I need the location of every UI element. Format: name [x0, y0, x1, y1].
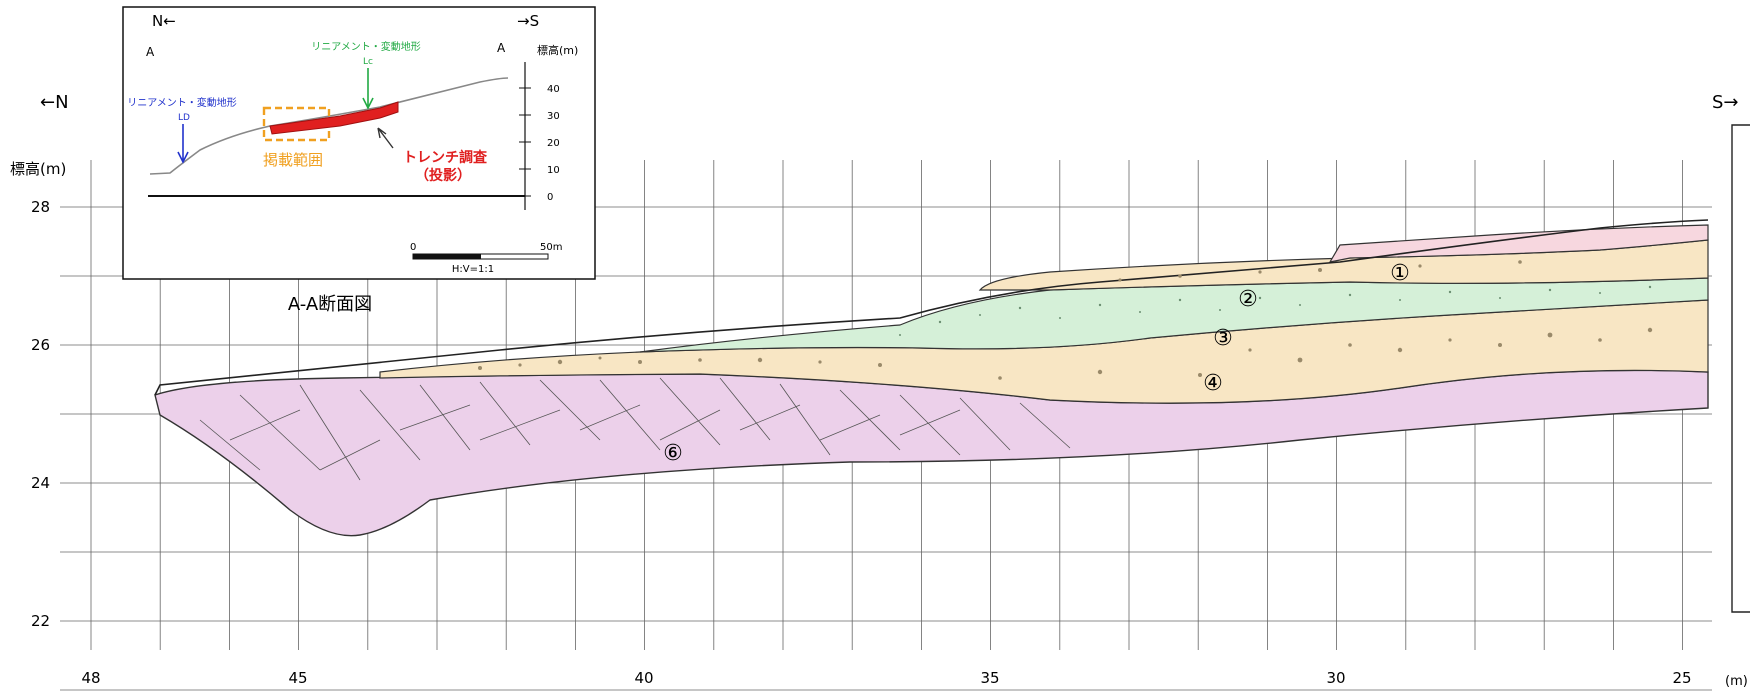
sand-texture	[899, 285, 1652, 336]
y-axis-label: 標高(m)	[10, 160, 66, 178]
inset-trench-pointer	[377, 127, 394, 149]
layer-label-3: ③	[1213, 326, 1233, 351]
layer-label-4: ④	[1203, 371, 1223, 396]
inset-elev-tick-label: 20	[547, 138, 560, 149]
y-tick-label: 24	[31, 474, 50, 492]
inset-lineament-ld-arrow	[177, 124, 189, 164]
inset-lineament-lc-text: リニアメント・変動地形	[311, 40, 421, 53]
legend-box-edge	[1731, 124, 1750, 613]
x-tick-label: 35	[980, 669, 999, 687]
ground-surface	[154, 219, 1709, 396]
layer-3-sand	[639, 277, 1709, 353]
inset-elev-tick-label: 10	[547, 165, 560, 176]
inset-elev-label: 標高(m)	[537, 43, 578, 57]
y-tick-label: 26	[31, 336, 50, 354]
x-tick-label: 45	[288, 669, 307, 687]
inset-label-a-left: A	[146, 45, 155, 59]
y-tick-label: 28	[31, 198, 50, 216]
inset-elev-tick-label: 40	[547, 84, 560, 95]
inset-trench-mark	[269, 101, 399, 135]
x-tick-label: 30	[1326, 669, 1345, 687]
inset-lineament-lc-code: Lc	[363, 57, 373, 67]
inset-range-label: 掲載範囲	[263, 151, 323, 169]
section-title: A-A断面図	[288, 294, 372, 315]
layer-label-2: ②	[1238, 287, 1258, 312]
inset-elev-tick-label: 0	[547, 192, 553, 203]
inset-label-a-right: A	[497, 41, 506, 55]
gravel-texture	[478, 260, 1653, 380]
inset-ground-profile	[149, 77, 509, 175]
inset-trench-label-2: （投影）	[415, 168, 471, 184]
y-tick-labels: 28 26 24 22	[31, 198, 50, 630]
inset-elev-tick-label: 30	[547, 111, 560, 122]
inset-scale-end: 50m	[540, 242, 562, 253]
x-tick-labels: 48 45 40 35 30 25	[81, 669, 1691, 687]
layer-label-1: ①	[1390, 261, 1410, 286]
x-tick-label: 25	[1672, 669, 1691, 687]
layer-label-6: ⑥	[663, 441, 683, 466]
inset-lineament-lc-arrow	[362, 68, 374, 110]
x-tick-label: 48	[81, 669, 100, 687]
inset-scale-bar-fill	[413, 254, 481, 259]
inset-elev-ticks: 40 30 20 10 0	[519, 84, 560, 203]
inset-map: N← →S A A 標高(m) 40 30 20 10 0 リニアメント・変動地形 Lc…	[122, 6, 596, 280]
inset-dir-south: →S	[517, 12, 539, 30]
inset-dir-north: N←	[152, 12, 176, 30]
inset-scale-start: 0	[410, 242, 416, 253]
inset-lineament-ld-text: リニアメント・変動地形	[127, 96, 237, 109]
inset-scale-ratio: H:V=1:1	[452, 264, 494, 275]
inset-lineament-ld-code: LD	[178, 113, 190, 123]
y-tick-label: 22	[31, 612, 50, 630]
layer-1-topsoil	[1328, 224, 1709, 263]
x-unit-label: (m)	[1725, 674, 1748, 689]
direction-south: S→	[1712, 92, 1739, 113]
direction-north: ←N	[40, 92, 69, 113]
inset-trench-label-1: トレンチ調査	[403, 149, 488, 166]
x-tick-label: 40	[634, 669, 653, 687]
